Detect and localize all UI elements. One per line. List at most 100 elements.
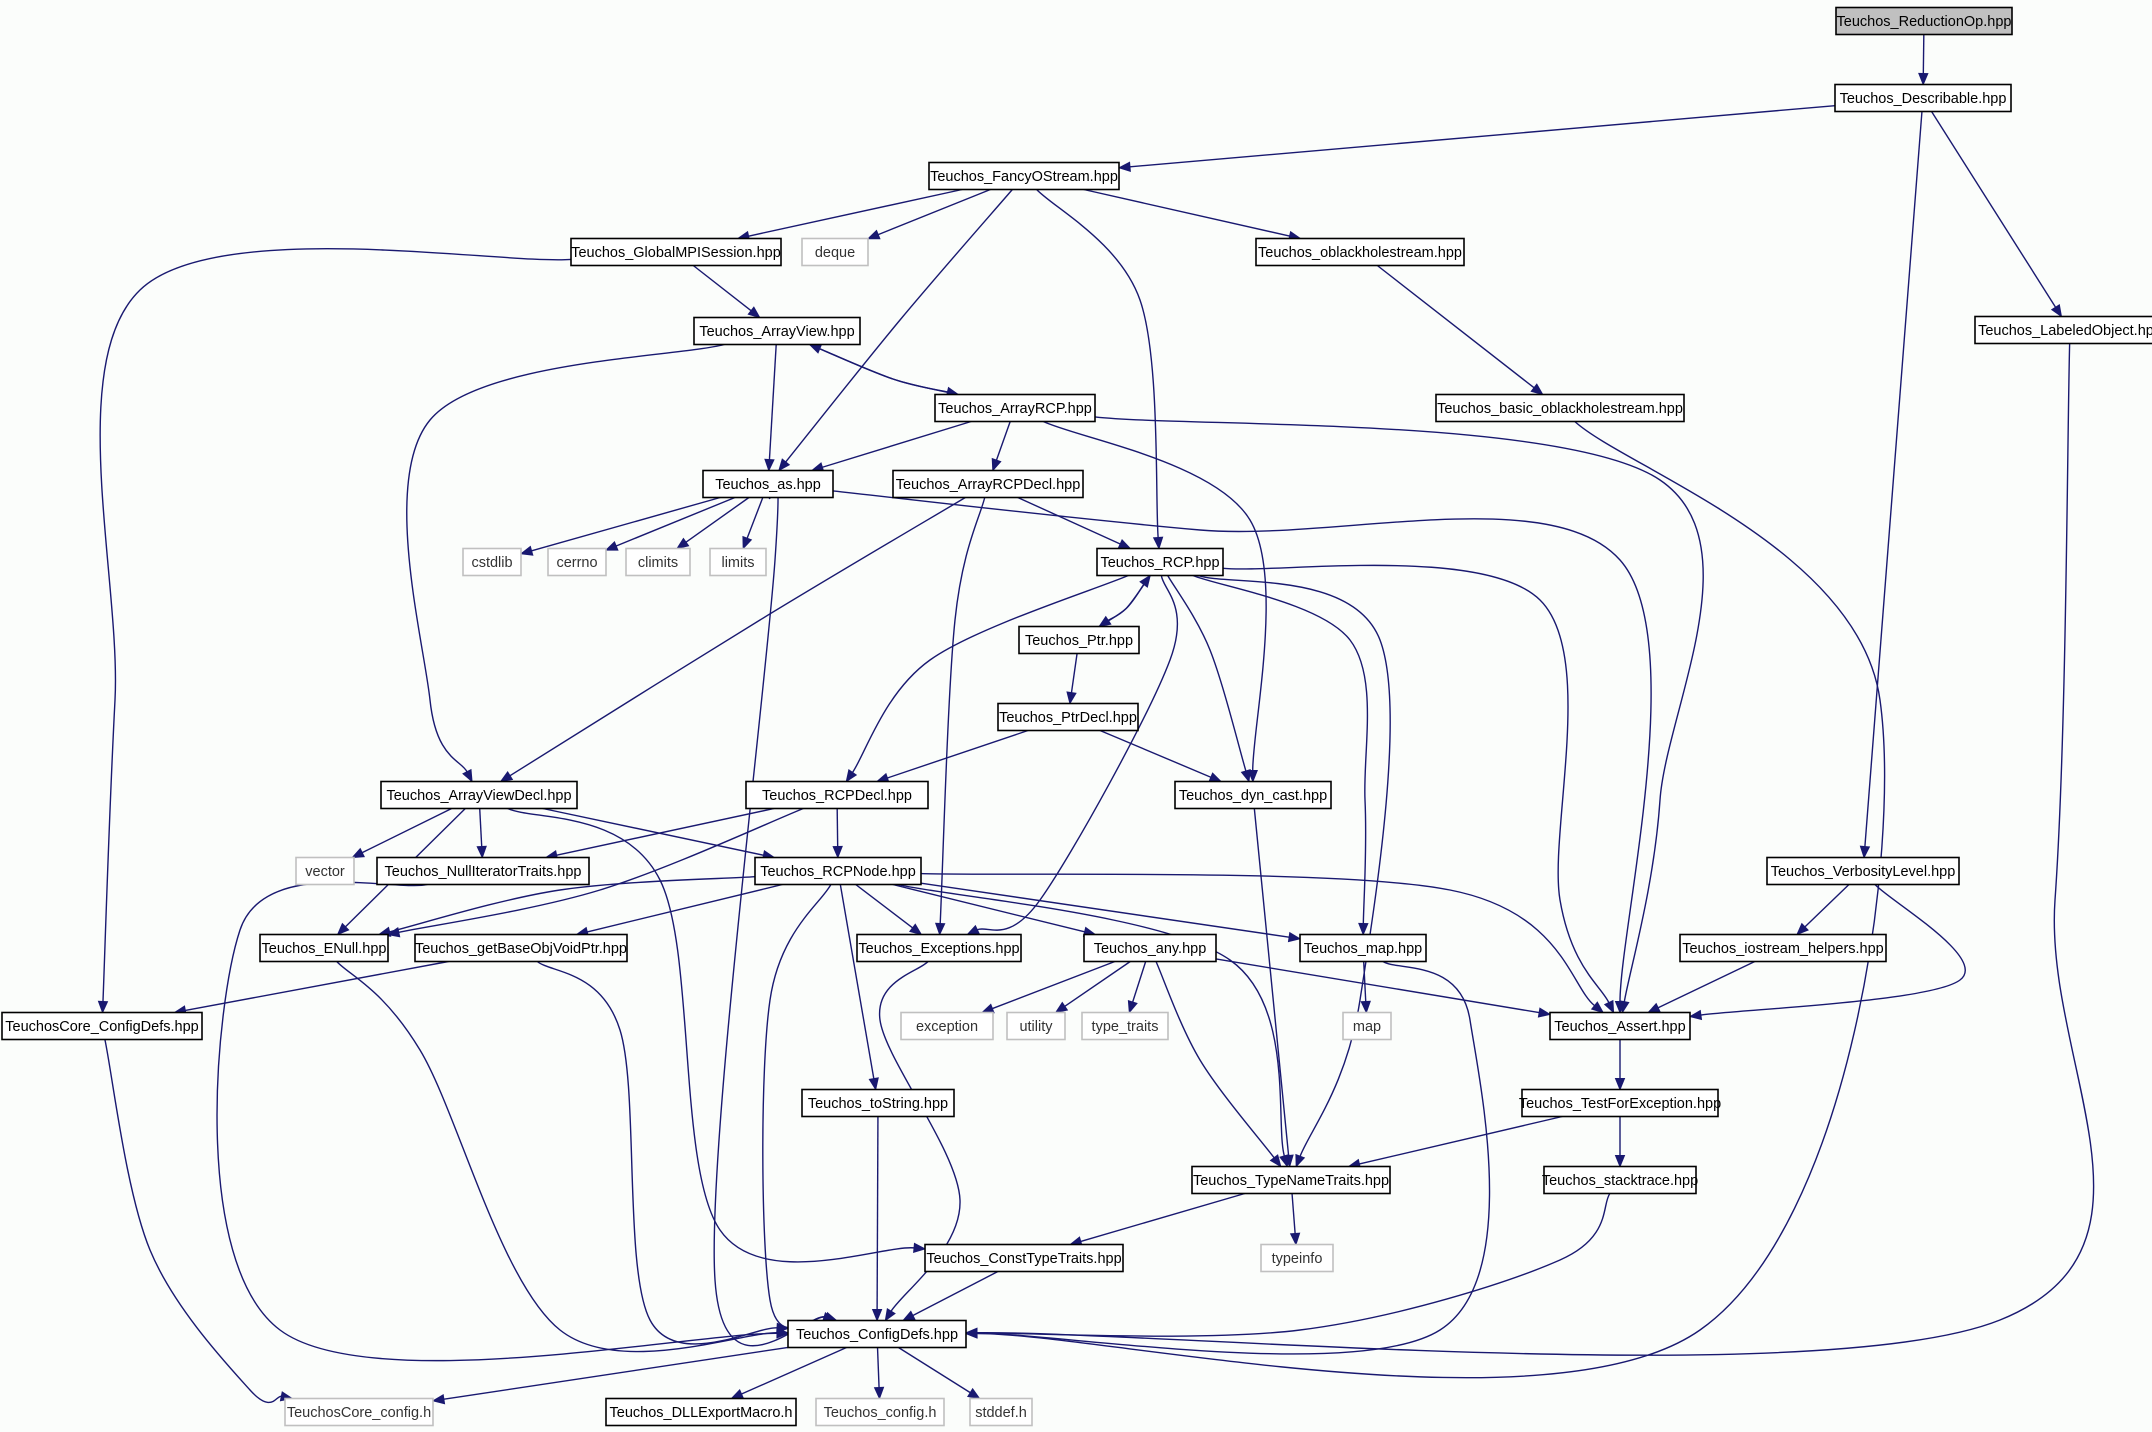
node-label: Teuchos_dyn_cast.hpp [1179, 788, 1327, 804]
node-any[interactable]: Teuchos_any.hpp [1083, 933, 1217, 963]
node-getbaseobj[interactable]: Teuchos_getBaseObjVoidPtr.hpp [414, 933, 628, 963]
node-box [1299, 933, 1427, 963]
node-ptr[interactable]: Teuchos_Ptr.hpp [1018, 625, 1140, 655]
node-coreconfigdefs[interactable]: TeuchosCore_ConfigDefs.hpp [1, 1011, 203, 1041]
node-box [1974, 315, 2152, 345]
edge-line [1253, 808, 1290, 1156]
node-fancyostream[interactable]: Teuchos_FancyOStream.hpp [928, 161, 1120, 191]
edge-rcpdecl-to-rcpnode [832, 808, 843, 859]
arrowhead-icon [1289, 1232, 1301, 1246]
node-globalmpi[interactable]: Teuchos_GlobalMPISession.hpp [570, 237, 782, 267]
arrowhead-icon [845, 769, 858, 783]
edge-rcpnode-to-assert [920, 872, 1605, 1014]
node-box [570, 237, 782, 267]
node-label: deque [815, 245, 855, 261]
node-as[interactable]: Teuchos_as.hpp [702, 469, 834, 499]
node-dyncast[interactable]: Teuchos_dyn_cast.hpp [1174, 780, 1332, 810]
node-label: Teuchos_config.h [824, 1405, 937, 1421]
node-consttypetraits[interactable]: Teuchos_ConstTypeTraits.hpp [924, 1243, 1124, 1273]
node-describable[interactable]: Teuchos_Describable.hpp [1834, 83, 2012, 113]
edge-configdefs-to-dllexport [730, 1346, 847, 1400]
node-label: Teuchos_basic_oblackholestream.hpp [1437, 401, 1683, 417]
node-stacktrace[interactable]: Teuchos_stacktrace.hpp [1542, 1165, 1698, 1195]
arrowhead-icon [908, 923, 923, 936]
edge-describable-to-fancyostream [1117, 104, 1836, 172]
node-enull[interactable]: Teuchos_ENull.hpp [259, 933, 389, 963]
node-iostreamhelpers[interactable]: Teuchos_iostream_helpers.hpp [1679, 933, 1887, 963]
arrowhead-icon [1279, 1154, 1290, 1168]
node-testforexc[interactable]: Teuchos_TestForException.hpp [1519, 1088, 1721, 1118]
arrowhead-icon [964, 1327, 978, 1339]
node-rcpdecl[interactable]: Teuchos_RCPDecl.hpp [745, 780, 929, 810]
node-box [1018, 625, 1140, 655]
arrowhead-icon [1530, 383, 1544, 396]
node-arrayviewdecl[interactable]: Teuchos_ArrayViewDecl.hpp [380, 780, 578, 810]
arrowhead-icon [1647, 1002, 1661, 1014]
edge-line [1080, 1192, 1245, 1243]
node-tostring[interactable]: Teuchos_toString.hpp [801, 1088, 955, 1118]
node-rcp[interactable]: Teuchos_RCP.hpp [1096, 547, 1224, 577]
node-utility: utility [1006, 1011, 1066, 1041]
node-ptrdecl[interactable]: Teuchos_PtrDecl.hpp [997, 702, 1139, 732]
edge-line [851, 574, 1129, 773]
edge-line [1070, 653, 1078, 693]
node-dllexport[interactable]: Teuchos_DLLExportMacro.h [605, 1397, 797, 1427]
edge-line [536, 960, 778, 1345]
edge-any-to-exception [980, 960, 1116, 1014]
edge-enull-to-configdefs [336, 961, 790, 1353]
node-box [1096, 547, 1224, 577]
arrowhead-icon [742, 535, 753, 550]
node-map: map [1342, 1011, 1392, 1041]
node-nulliter[interactable]: Teuchos_NullIteratorTraits.hpp [376, 856, 590, 886]
node-map_hpp[interactable]: Teuchos_map.hpp [1299, 933, 1427, 963]
edge-line [1359, 1115, 1563, 1165]
node-box [1766, 856, 1960, 886]
node-box [1006, 1011, 1066, 1041]
node-box [754, 856, 922, 886]
edge-dyncast-to-typenametraits [1253, 808, 1294, 1168]
node-label: Teuchos_toString.hpp [808, 1096, 948, 1112]
edge-line [479, 808, 483, 847]
node-label: TeuchosCore_ConfigDefs.hpp [5, 1019, 198, 1035]
edge-line [443, 1346, 789, 1400]
node-configdefs[interactable]: Teuchos_ConfigDefs.hpp [787, 1319, 967, 1349]
edge-any-to-typenametraits [1155, 961, 1282, 1168]
edge-rcpnode-to-typenametraits [897, 883, 1290, 1168]
edge-globalmpi-to-arrayview [692, 264, 761, 319]
edge-arrayrcp-to-arrayview [808, 343, 959, 396]
edge-line [509, 496, 966, 777]
arrowhead-icon [519, 545, 534, 556]
node-arrayrcp[interactable]: Teuchos_ArrayRCP.hpp [934, 393, 1096, 423]
node-arrayview[interactable]: Teuchos_ArrayView.hpp [693, 316, 861, 346]
edge-line [1192, 574, 1369, 924]
arrowhead-icon [476, 845, 487, 859]
node-vector: vector [295, 856, 355, 886]
node-exceptions[interactable]: Teuchos_Exceptions.hpp [856, 933, 1022, 963]
node-box [801, 237, 869, 267]
edge-rcpnode-to-enull [377, 875, 756, 937]
edge-line [1099, 729, 1212, 778]
node-basicoblackhole[interactable]: Teuchos_basic_oblackholestream.hpp [1435, 393, 1685, 423]
node-oblackhole[interactable]: Teuchos_oblackholestream.hpp [1255, 237, 1465, 267]
edge-getbaseobj-to-configdefs [536, 960, 790, 1345]
node-arrayrcpdecl[interactable]: Teuchos_ArrayRCPDecl.hpp [892, 469, 1084, 499]
node-assert[interactable]: Teuchos_Assert.hpp [1549, 1011, 1691, 1041]
node-label: Teuchos_iostream_helpers.hpp [1682, 941, 1884, 957]
edge-line [855, 883, 913, 929]
edge-line [976, 420, 1886, 1379]
arrowhead-icon [1152, 536, 1164, 550]
node-typenametraits[interactable]: Teuchos_TypeNameTraits.hpp [1191, 1165, 1391, 1195]
node-box [284, 1397, 434, 1427]
edge-rcp-to-rcpdecl [845, 574, 1129, 783]
edge-line [809, 343, 948, 393]
node-verbosity[interactable]: Teuchos_VerbosityLevel.hpp [1766, 856, 1960, 886]
arrowhead-icon [1295, 1153, 1306, 1168]
node-rcpnode[interactable]: Teuchos_RCPNode.hpp [754, 856, 922, 886]
node-box [1549, 1011, 1691, 1041]
edge-line [1215, 958, 1540, 1014]
node-exception: exception [900, 1011, 994, 1041]
node-reductionop[interactable]: Teuchos_ReductionOp.hpp [1835, 6, 2013, 36]
node-labeledobject[interactable]: Teuchos_LabeledObject.hpp [1974, 315, 2152, 345]
arrowhead-icon [675, 537, 690, 550]
